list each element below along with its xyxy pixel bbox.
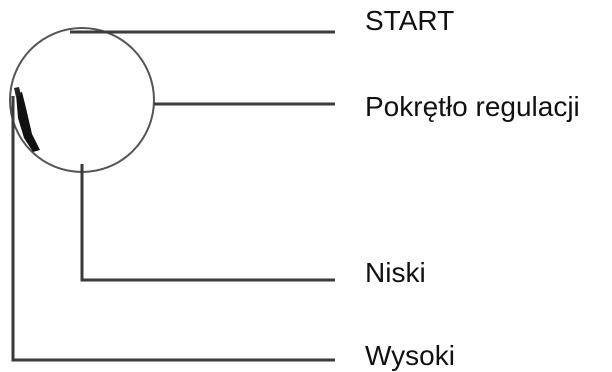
label-adjustment-knob: Pokrętło regulacji — [365, 91, 580, 122]
high-leader-line — [11, 96, 335, 362]
dial-pointer-mark — [16, 92, 40, 152]
low-leader-line — [80, 164, 335, 282]
label-high: Wysoki — [365, 340, 455, 371]
label-start: START — [365, 5, 455, 36]
dial-pointer-tip — [14, 87, 21, 97]
label-low: Niski — [365, 257, 426, 288]
control-dial — [9, 27, 155, 173]
